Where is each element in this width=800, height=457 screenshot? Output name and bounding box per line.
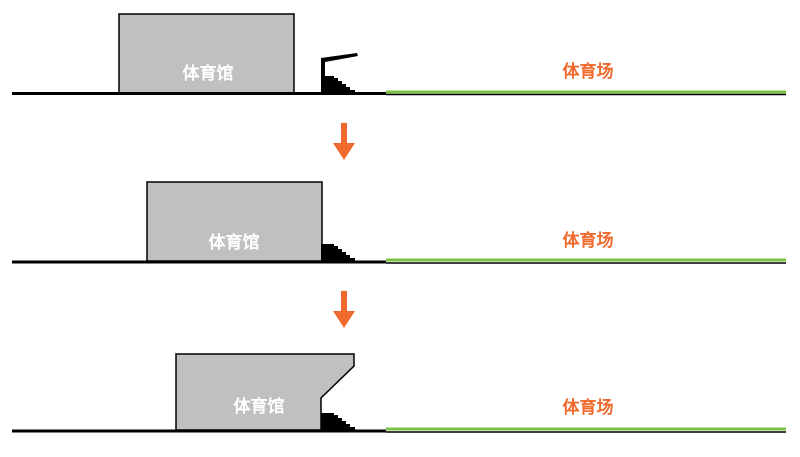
stage-3: 体育馆 体育场	[12, 353, 786, 433]
stage-1-building	[118, 13, 295, 94]
arrow-down-icon	[333, 291, 355, 328]
stage-2-building-label: 体育馆	[209, 232, 260, 253]
stage-2-stands	[321, 244, 355, 261]
stage-2-building	[146, 181, 323, 262]
stage-1-building-label: 体育馆	[183, 63, 234, 84]
stage-3-building-label: 体育馆	[234, 396, 285, 417]
stage-1: 体育馆 体育场	[12, 13, 786, 96]
stage-3-field-label: 体育场	[563, 397, 614, 418]
arrow-down-icon	[333, 123, 355, 160]
stage-3-stands	[321, 413, 355, 430]
stage-1-field-label: 体育场	[563, 61, 614, 82]
stage-1-stands	[321, 76, 355, 93]
stage-2-field-label: 体育场	[563, 230, 614, 251]
stage-2: 体育馆 体育场	[12, 181, 786, 264]
